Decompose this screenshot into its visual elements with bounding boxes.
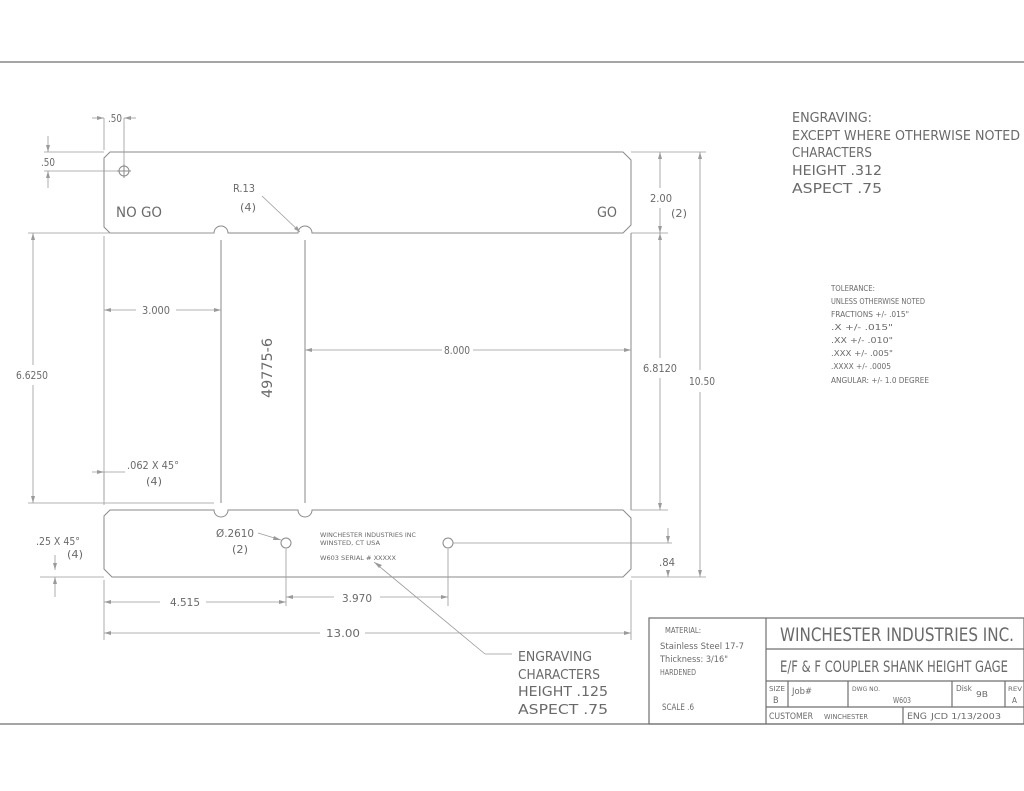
part-outline bbox=[103, 151, 632, 578]
tolerance-line: .XXX +/- .005" bbox=[831, 349, 893, 358]
customer-label: CUSTOMER bbox=[769, 712, 813, 722]
customer-value: WINCHESTER bbox=[824, 713, 869, 721]
dim-top-band: 2.00 bbox=[650, 192, 672, 205]
dimension-labels: .50 .50 R.13 (4) 3.000 8.000 6.6250 6.81… bbox=[16, 112, 715, 640]
dim-hole-dia: Ø.2610 bbox=[216, 527, 254, 540]
dim-top-band-qty: (2) bbox=[671, 207, 687, 220]
eng-label: ENG bbox=[907, 712, 927, 722]
tolerance-line: TOLERANCE: bbox=[830, 284, 875, 293]
tolerance-line: UNLESS OTHERWISE NOTED bbox=[831, 297, 925, 306]
dwg-value: W603 bbox=[893, 696, 911, 705]
company-name: WINCHESTER INDUSTRIES INC. bbox=[780, 624, 1014, 646]
rev-value: A bbox=[1012, 696, 1017, 705]
engraved-line-2: WINSTED, CT USA bbox=[320, 539, 380, 547]
material-line: Stainless Steel 17-7 bbox=[660, 642, 744, 652]
tolerance-line: FRACTIONS +/- .015" bbox=[831, 310, 909, 319]
disk-label: Disk bbox=[956, 684, 973, 693]
dim-slot-width: 3.000 bbox=[142, 304, 170, 317]
dim-total-width: 13.00 bbox=[326, 627, 360, 640]
no-go-label: NO GO bbox=[116, 205, 162, 221]
arrowheads bbox=[31, 116, 702, 635]
tolerance-note: TOLERANCE: UNLESS OTHERWISE NOTED FRACTI… bbox=[830, 284, 929, 385]
tolerance-line: .XXXX +/- .0005 bbox=[831, 362, 891, 371]
material-line: HARDENED bbox=[660, 668, 696, 677]
title-block: MATERIAL: Stainless Steel 17-7 Thickness… bbox=[648, 617, 1024, 725]
drawing-title: E/F & F COUPLER SHANK HEIGHT GAGE bbox=[780, 657, 1008, 676]
part-number: 49775-6 bbox=[260, 338, 276, 398]
tolerance-line: .XX +/- .010" bbox=[831, 336, 893, 345]
dim-hole1-x: 4.515 bbox=[170, 596, 200, 609]
dim-bottom-offset: .84 bbox=[659, 556, 675, 569]
dim-chamfer-large-qty: (4) bbox=[67, 548, 83, 561]
gage-hole-1 bbox=[280, 537, 292, 549]
dim-hole-spacing: 3.970 bbox=[342, 592, 372, 605]
tolerance-line: ANGULAR: +/- 1.0 DEGREE bbox=[831, 376, 929, 385]
engraved-line-1: WINCHESTER INDUSTRIES INC bbox=[320, 531, 416, 539]
job-label: Job# bbox=[791, 687, 812, 697]
size-label: SIZE bbox=[769, 685, 785, 693]
dim-chamfer-small-qty: (4) bbox=[146, 475, 162, 488]
engraving-top-line: ENGRAVING: bbox=[792, 111, 872, 126]
engraving-top-line: HEIGHT .312 bbox=[792, 164, 882, 179]
dim-center-width: 8.000 bbox=[444, 344, 470, 357]
engraving-bottom-line: ASPECT .75 bbox=[518, 703, 608, 718]
dim-left-height: 6.6250 bbox=[16, 369, 48, 382]
dim-hole-y: .50 bbox=[41, 156, 55, 169]
engraving-bottom-line: HEIGHT .125 bbox=[518, 685, 608, 700]
rev-label: REV bbox=[1008, 686, 1022, 693]
tolerance-line: .X +/- .015" bbox=[831, 323, 893, 332]
dimension-lines bbox=[28, 117, 706, 655]
dim-hole-x: .50 bbox=[108, 112, 122, 125]
dim-right-height: 6.8120 bbox=[643, 362, 677, 375]
scale-label: SCALE .6 bbox=[662, 703, 694, 713]
material-line: Thickness: 3/16" bbox=[659, 655, 728, 665]
engraving-top-line: CHARACTERS bbox=[792, 146, 872, 161]
dim-chamfer-small: .062 X 45° bbox=[127, 459, 179, 472]
size-value: B bbox=[773, 696, 779, 706]
engraving-note-bottom: ENGRAVING CHARACTERS HEIGHT .125 ASPECT … bbox=[518, 650, 608, 718]
dim-total-height: 10.50 bbox=[689, 375, 715, 388]
dim-radius: R.13 bbox=[233, 182, 255, 195]
engraving-bottom-line: CHARACTERS bbox=[518, 668, 600, 683]
engraving-note-top: ENGRAVING: EXCEPT WHERE OTHERWISE NOTED … bbox=[792, 111, 1020, 197]
disk-value: 9B bbox=[976, 690, 988, 699]
engraved-line-3: W603 SERIAL # XXXXX bbox=[320, 554, 396, 562]
engraving-top-line: ASPECT .75 bbox=[792, 182, 882, 197]
dim-chamfer-large: .25 X 45° bbox=[36, 535, 80, 548]
gage-hole-2 bbox=[442, 537, 454, 549]
mounting-hole-top bbox=[117, 164, 131, 178]
dim-hole-dia-qty: (2) bbox=[232, 543, 248, 556]
dim-radius-qty: (4) bbox=[240, 201, 256, 214]
engraving-bottom-line: ENGRAVING bbox=[518, 650, 592, 665]
engraving-top-line: EXCEPT WHERE OTHERWISE NOTED bbox=[792, 129, 1020, 144]
eng-value: JCD 1/13/2003 bbox=[930, 712, 1001, 721]
engraved-text-block: WINCHESTER INDUSTRIES INC WINSTED, CT US… bbox=[320, 531, 416, 562]
dwg-label: DWG NO. bbox=[852, 686, 880, 693]
go-label: GO bbox=[597, 205, 617, 221]
material-line: MATERIAL: bbox=[665, 626, 701, 635]
